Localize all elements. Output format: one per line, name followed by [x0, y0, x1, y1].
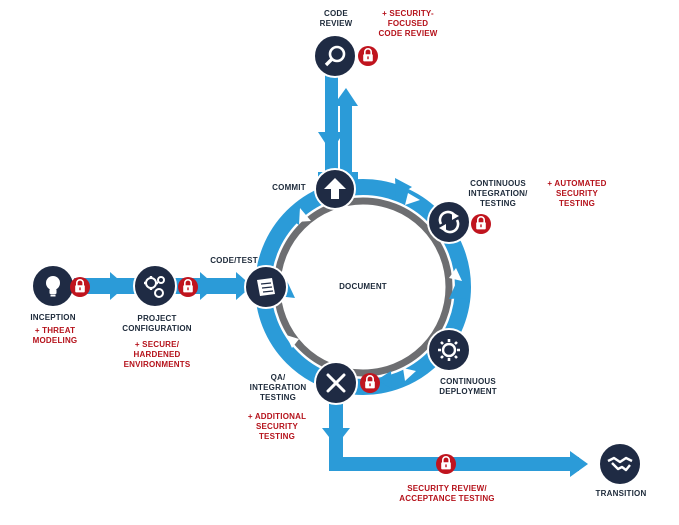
- gear-cycle-icon: [438, 339, 460, 361]
- review-lock-icon: [357, 45, 379, 67]
- document-scroll-icon: [257, 278, 275, 296]
- code-review-node: [313, 34, 357, 78]
- continuous-deployment-node: [427, 328, 471, 372]
- project-configuration-label: PROJECT CONFIGURATION: [122, 314, 192, 333]
- secure-environments-label: + SECURE/ HARDENED ENVIRONMENTS: [123, 340, 191, 369]
- inception-label: INCEPTION: [30, 313, 76, 322]
- transition-label: TRANSITION: [595, 489, 647, 498]
- commit-node: [314, 168, 356, 210]
- ci-lock-icon: [470, 213, 492, 235]
- magnifier-icon: [324, 45, 346, 67]
- transition-node: [598, 442, 642, 486]
- security-review-lock-icon: [435, 453, 457, 475]
- qa-lock-icon: [359, 372, 381, 394]
- continuous-deployment-label: CONTINUOUS DEPLOYMENT: [439, 377, 497, 396]
- continuous-integration-label: CONTINUOUS INTEGRATION/ TESTING: [468, 179, 528, 208]
- additional-security-testing-label: + ADDITIONAL SECURITY TESTING: [247, 412, 307, 441]
- security-focused-review-label: + SECURITY-FOCUSED CODE REVIEW: [378, 9, 438, 38]
- inception-lock-icon: [69, 276, 91, 298]
- lightbulb-icon: [46, 276, 60, 297]
- commit-label: COMMIT: [272, 183, 306, 192]
- security-review-label: SECURITY REVIEW/ ACCEPTANCE TESTING: [399, 484, 495, 503]
- code-test-label: CODE/TEST: [210, 256, 258, 265]
- threat-modeling-label: + THREAT MODELING: [32, 326, 78, 345]
- code-test-node: [244, 265, 288, 309]
- continuous-integration-node: [427, 200, 471, 244]
- project-config-node: [133, 264, 177, 308]
- automated-security-testing-label: + AUTOMATED SECURITY TESTING: [547, 179, 607, 208]
- qa-integration-label: QA/ INTEGRATION TESTING: [249, 373, 307, 402]
- qa-integration-node: [314, 361, 358, 405]
- inception-node: [31, 264, 75, 308]
- document-label: DOCUMENT: [339, 282, 387, 291]
- handshake-icon: [607, 456, 633, 472]
- gears-icon: [144, 276, 165, 298]
- upload-arrow-icon: [324, 178, 346, 199]
- config-lock-icon: [177, 276, 199, 298]
- tools-icon: [326, 373, 346, 393]
- code-review-label: CODE REVIEW: [319, 9, 353, 28]
